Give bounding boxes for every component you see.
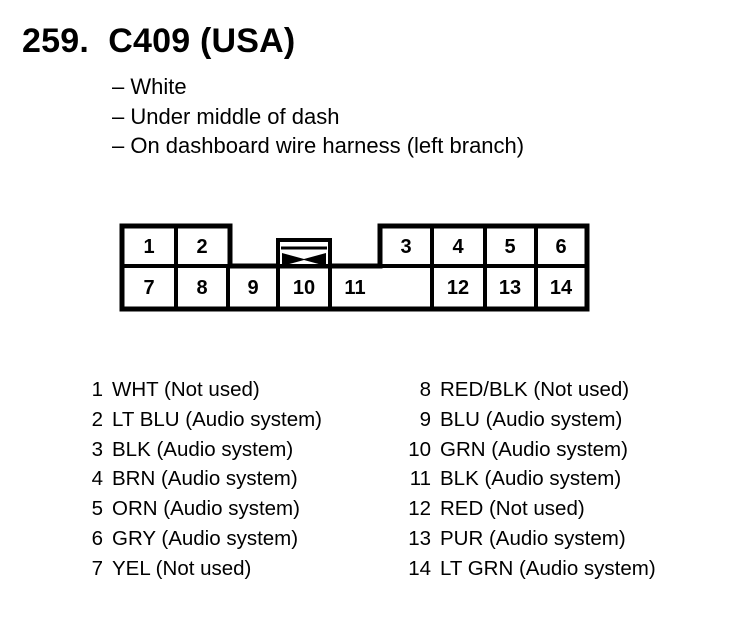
pin-row: 6 GRY (Audio system) (70, 524, 322, 554)
pin-number: 1 (91, 378, 103, 401)
cell-dividers (122, 226, 587, 309)
pin-label-7: 7 (143, 277, 154, 299)
connector-notes: – White – Under middle of dash – On dash… (112, 72, 524, 161)
pin-row: 10 GRN (Audio system) (398, 435, 656, 465)
pin-number: 14 (408, 556, 431, 580)
pin-description: BRN (Audio system) (112, 467, 298, 491)
pin-number: 4 (91, 467, 103, 491)
pin-label-12: 12 (447, 277, 469, 299)
lock-tab-icon (276, 238, 332, 268)
pin-label-6: 6 (555, 236, 566, 258)
pin-description: GRY (Audio system) (112, 526, 299, 550)
pin-row: 7 YEL (Not used) (70, 554, 322, 584)
pin-label-5: 5 (504, 236, 515, 258)
pin-label-3: 3 (400, 236, 411, 258)
note-location: – Under middle of dash (112, 103, 340, 129)
note-color: – White (112, 74, 187, 99)
pin-description: PUR (Audio system) (440, 526, 626, 550)
pin-row: 4 BRN (Audio system) (70, 464, 322, 494)
pin-row: 2 LT BLU (Audio system) (70, 405, 322, 435)
pin-description: GRN (Audio system) (440, 437, 628, 461)
pin-number: 9 (419, 407, 431, 431)
pin-number: 8 (419, 378, 431, 401)
pin-number: 10 (408, 437, 431, 461)
pin-row: 8 RED/BLK (Not used) (398, 375, 656, 405)
pin-number: 12 (408, 497, 431, 521)
pin-row: 12 RED (Not used) (398, 494, 656, 524)
pin-description: LT GRN (Audio system) (440, 556, 656, 580)
pin-row: 11 BLK (Audio system) (398, 464, 656, 494)
pin-description: BLK (Audio system) (440, 467, 622, 491)
pin-label-10: 10 (293, 277, 315, 299)
pin-number: 2 (91, 407, 103, 431)
pin-description: RED (Not used) (440, 497, 585, 521)
pin-number: 6 (91, 526, 103, 550)
pin-row: 3 BLK (Audio system) (70, 435, 322, 465)
pin-label-2: 2 (196, 236, 207, 258)
pin-label-8: 8 (196, 277, 207, 299)
pin-number: 5 (91, 497, 103, 521)
pin-description: BLU (Audio system) (440, 407, 623, 431)
pin-row: 14 LT GRN (Audio system) (398, 554, 656, 584)
pin-number: 3 (91, 437, 103, 461)
pin-description: WHT (Not used) (112, 378, 260, 401)
pin-description: ORN (Audio system) (112, 497, 300, 521)
pin-label-13: 13 (499, 277, 521, 299)
pin-number: 13 (408, 526, 431, 550)
pin-list-left: 1 WHT (Not used) 2 LT BLU (Audio system) 3… (70, 375, 322, 584)
pin-description: LT BLU (Audio system) (112, 407, 323, 431)
pin-label-4: 4 (452, 236, 464, 258)
page-title: 259. C409 (USA) (22, 22, 296, 60)
note-harness: – On dashboard wire harness (left branch… (112, 133, 525, 158)
pin-row: 13 PUR (Audio system) (398, 524, 656, 554)
pin-number: 11 (409, 467, 431, 491)
pin-row: 9 BLU (Audio system) (398, 405, 656, 435)
pin-description: BLK (Audio system) (112, 437, 294, 461)
pin-label-9: 9 (247, 277, 258, 299)
pin-number: 7 (91, 556, 103, 580)
pin-label-11: 11 (344, 277, 365, 299)
pin-label-14: 14 (550, 277, 573, 299)
pin-row: 5 ORN (Audio system) (70, 494, 322, 524)
pin-description: RED/BLK (Not used) (440, 378, 630, 401)
pin-row: 1 WHT (Not used) (70, 375, 322, 405)
pin-label-1: 1 (143, 236, 154, 258)
pin-description: YEL (Not used) (112, 556, 252, 580)
